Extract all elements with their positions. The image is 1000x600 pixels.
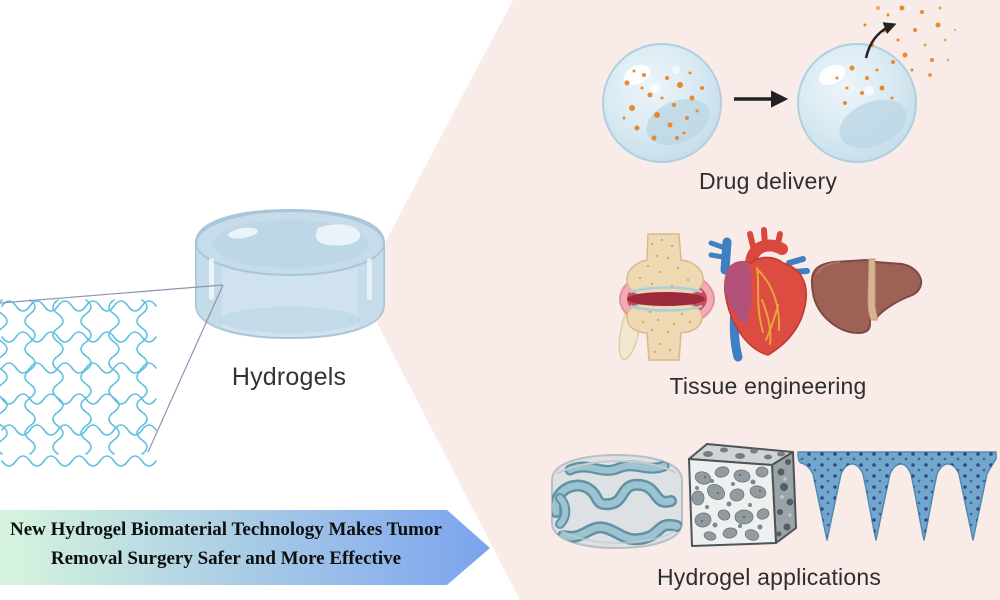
hydrogel-disc-icon xyxy=(195,208,385,340)
liver-icon xyxy=(810,258,923,335)
polymer-mesh-network-icon xyxy=(0,299,157,467)
microneedle-patch-icon xyxy=(797,451,997,541)
drug-loaded-sphere-icon xyxy=(602,43,722,163)
banner-headline-line1: New Hydrogel Biomaterial Technology Make… xyxy=(10,519,442,540)
drug-releasing-sphere-icon xyxy=(797,5,957,163)
drug-delivery-label: Drug delivery xyxy=(698,168,838,194)
banner-arrow-shape xyxy=(0,510,490,585)
hydrogel-applications-label: Hydrogel applications xyxy=(656,564,882,590)
knee-joint-icon xyxy=(618,233,715,361)
magnification-callout-lines xyxy=(0,284,224,453)
curved-release-arrow-icon xyxy=(864,22,897,59)
hydrogels-label: Hydrogels xyxy=(231,363,347,391)
banner-headline: New Hydrogel Biomaterial Technology Make… xyxy=(0,515,452,573)
polymer-network-cylinder-icon xyxy=(551,453,683,550)
banner-headline-line2: Removal Surgery Safer and More Effective xyxy=(50,548,402,569)
heart-icon xyxy=(708,227,810,362)
tissue-engineering-label: Tissue engineering xyxy=(669,373,867,399)
porous-scaffold-cube-icon xyxy=(688,443,797,547)
